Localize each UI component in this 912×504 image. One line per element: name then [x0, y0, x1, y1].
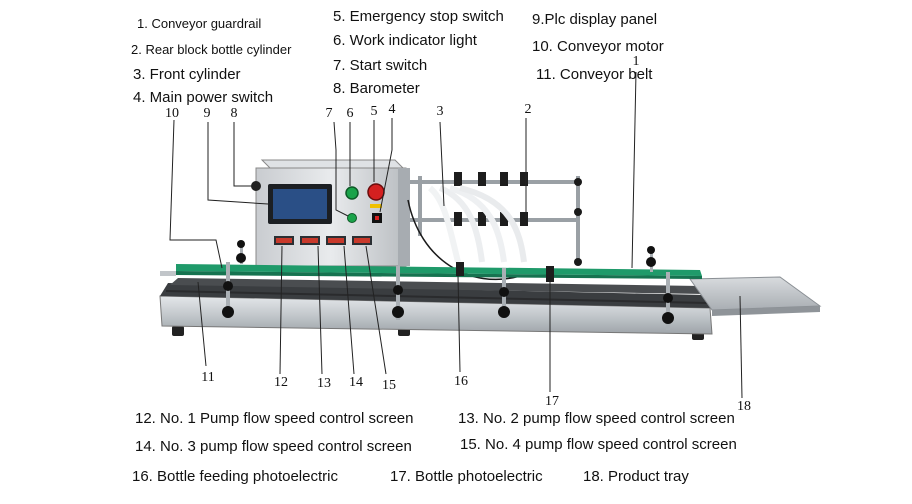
conveyor-belt: [170, 278, 704, 294]
conveyor-guardrail: [160, 264, 702, 279]
callout-leader-lines: [169, 71, 743, 399]
legend-14-pump3-screen: 14. No. 3 pump flow speed control screen: [135, 438, 412, 455]
legend-11-conveyor-belt: 11. Conveyor belt: [536, 66, 653, 83]
legend-8-barometer: 8. Barometer: [333, 80, 420, 97]
callout-15: 15: [382, 378, 396, 393]
photoelectric-sensors: [456, 262, 554, 282]
legend-18-product-tray: 18. Product tray: [583, 468, 689, 485]
legend-5-emergency-stop-switch: 5. Emergency stop switch: [333, 8, 504, 25]
callout-2: 2: [524, 102, 532, 117]
nozzle-frame: [407, 172, 582, 281]
conveyor-base: [159, 283, 713, 335]
legend-3-front-cylinder: 3. Front cylinder: [133, 66, 241, 83]
legend-12-pump1-screen: 12. No. 1 Pump flow speed control screen: [135, 410, 414, 427]
callout-10: 10: [165, 106, 179, 121]
legend-9-plc-display-panel: 9.Plc display panel: [532, 11, 658, 28]
callout-6: 6: [346, 106, 354, 121]
legend-1-conveyor-guardrail: 1. Conveyor guardrail: [137, 16, 262, 31]
control-box: [251, 159, 410, 267]
legend-7-start-switch: 7. Start switch: [333, 57, 428, 74]
callout-11: 11: [201, 370, 215, 385]
legend-15-pump4-screen: 15. No. 4 pump flow speed control screen: [460, 436, 737, 453]
legend-10-conveyor-motor: 10. Conveyor motor: [532, 38, 664, 55]
product-tray: [689, 276, 822, 316]
legend-2-rear-block-bottle-cylinder: 2. Rear block bottle cylinder: [131, 42, 292, 57]
callout-12: 12: [274, 375, 288, 390]
callout-5: 5: [370, 104, 378, 119]
callout-13: 13: [317, 376, 331, 391]
callout-17: 17: [545, 394, 559, 409]
callout-1: 1: [632, 54, 640, 69]
callout-4: 4: [388, 102, 396, 117]
callout-18: 18: [737, 399, 751, 414]
callout-7: 7: [325, 106, 333, 121]
legend-13-pump2-screen: 13. No. 2 pump flow speed control screen: [458, 410, 735, 427]
legend-6-work-indicator-light: 6. Work indicator light: [333, 32, 477, 49]
callout-9: 9: [203, 106, 211, 121]
callout-3: 3: [436, 104, 444, 119]
legend-16-bottle-feeding-photoelectric: 16. Bottle feeding photoelectric: [132, 468, 338, 485]
guardrail-posts: [222, 240, 674, 330]
legend-17-bottle-photoelectric: 17. Bottle photoelectric: [390, 468, 543, 485]
legend-4-main-power-switch: 4. Main power switch: [133, 89, 274, 106]
callout-8: 8: [230, 106, 238, 121]
callout-16: 16: [454, 374, 468, 389]
callout-14: 14: [349, 375, 363, 390]
